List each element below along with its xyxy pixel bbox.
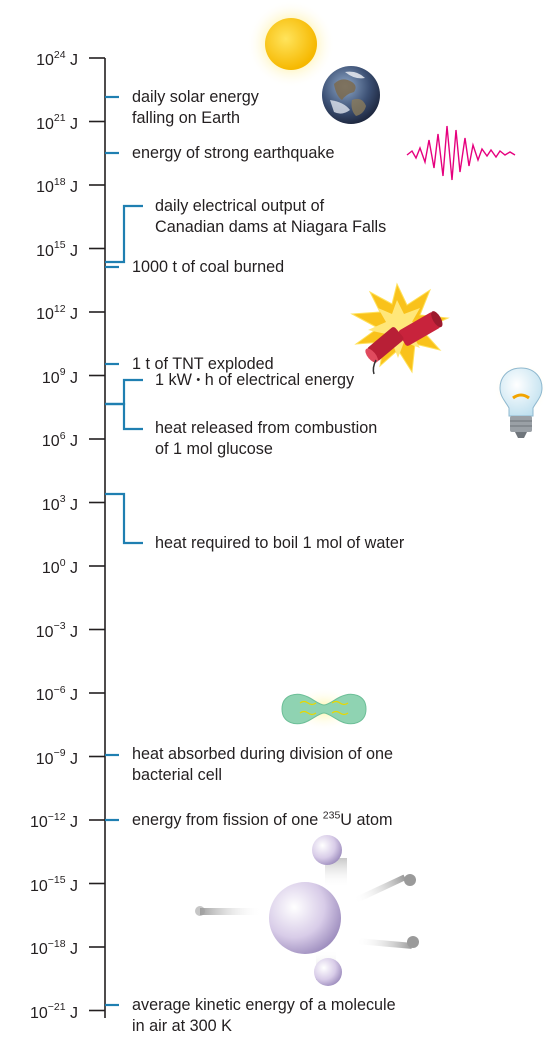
annotation-solar-energy: daily solar energy falling on Earth: [132, 88, 259, 127]
marker-kwh: [105, 378, 143, 406]
tick-label: 10−18 J: [29, 937, 78, 958]
tick-label: 1024 J: [36, 48, 78, 69]
annotation-earthquake: energy of strong earthquake: [132, 144, 335, 162]
marker-boil-water: [105, 492, 143, 545]
scale-ticks: [89, 57, 105, 1012]
annotation-bacterial-division: heat absorbed during division of one bac…: [132, 745, 393, 784]
marker-glucose: [105, 402, 143, 431]
tick-label: 103 J: [41, 493, 78, 514]
tick-label: 109 J: [41, 366, 78, 387]
tick-label: 10−9 J: [35, 747, 78, 768]
annotation-boil-water: heat required to boil 1 mol of water: [155, 534, 405, 552]
annotation-coal: 1000 t of coal burned: [132, 258, 285, 276]
tick-label: 10−12 J: [29, 810, 78, 831]
tick-label: 1015 J: [36, 239, 78, 260]
marker-niagara: [105, 204, 143, 264]
annotation-molecule-energy: average kinetic energy of a molecule in …: [132, 996, 396, 1035]
annotation-niagara-output: daily electrical output of Canadian dams…: [155, 197, 387, 236]
tick-label: 1021 J: [36, 112, 78, 133]
tick-label: 10−21 J: [29, 1001, 78, 1022]
event-markers: [105, 95, 143, 1007]
tick-label: 106 J: [41, 429, 78, 450]
annotation-glucose: heat released from combustion of 1 mol g…: [155, 419, 378, 458]
annotation-fission: energy from fission of one 235U atom: [132, 809, 393, 829]
annotation-tnt: 1 t of TNT exploded: [132, 355, 274, 373]
tick-label: 1018 J: [36, 175, 78, 196]
annotation-kwh: 1 kW • h of electrical energy: [155, 371, 355, 389]
tick-label: 1012 J: [36, 302, 78, 323]
tick-label: 10−3 J: [35, 620, 78, 641]
tick-label: 10−6 J: [35, 683, 78, 704]
tick-label: 100 J: [41, 556, 78, 577]
tick-label: 10−15 J: [29, 874, 78, 895]
